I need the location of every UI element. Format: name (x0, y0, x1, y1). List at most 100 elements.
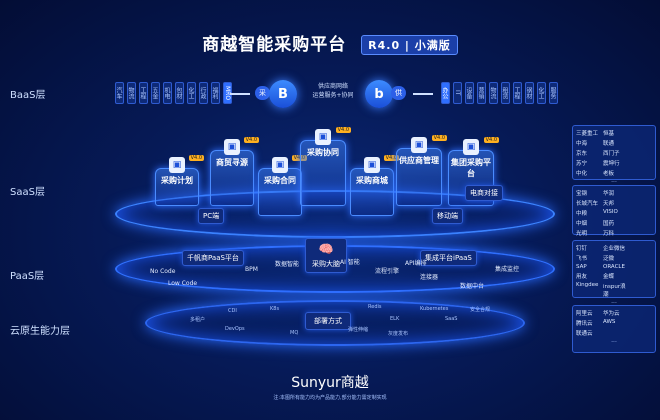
paas-cap: Low Code (168, 280, 198, 287)
module-icon: ▣ (463, 139, 479, 155)
baas-chip: 工程 (139, 82, 148, 104)
cloud-cap: K8s (270, 306, 280, 312)
partner-logo: 恒基 (603, 131, 615, 137)
paas-cap: No Code (150, 268, 176, 275)
module-icon: ▣ (315, 129, 331, 145)
cloud-cap: 弹性伸缩 (348, 327, 369, 333)
saas-module: ▣采购合同V4.0 (258, 155, 307, 216)
footer-note: 注:本图所有能力均为产品能力,部分能力需定制实现 (273, 395, 387, 401)
cloud-cap: CDI (228, 308, 237, 314)
module-name: 采购协同 (307, 148, 339, 157)
paas-cap: 数据智能 (275, 261, 300, 268)
module-icon: ▣ (411, 137, 427, 153)
partner-logo: 腾讯云 (576, 321, 593, 327)
paas-module-3-label: 集成平台iPaaS (425, 254, 472, 262)
paas-cap: 集成监控 (495, 266, 520, 273)
baas-chip: 汽车 (115, 82, 124, 104)
partner-logo: 西门子 (603, 151, 620, 157)
module-name: 采购商城 (356, 176, 388, 185)
partner-logo: 光明 (576, 231, 588, 237)
paas-module-2-label: 采购大脑 (312, 260, 340, 268)
baas-chip: 化工 (537, 82, 546, 104)
buyer-tag: 采 (255, 86, 270, 100)
baas-chip: 钢材 (525, 82, 534, 104)
cloud-cap: DevOps (225, 326, 245, 332)
layer-label-cloud: 云原生能力层 (10, 326, 70, 337)
partner-logo: Kingdee (576, 282, 599, 288)
paas-cap: BPM (245, 266, 258, 273)
title-text: 商越智能采购平台 (202, 35, 347, 55)
baas-chip: 行政 (199, 82, 208, 104)
paas-module-1: 千帆商PaaS平台 (182, 250, 244, 266)
partner-logo: inspur浪潮 (603, 284, 626, 298)
mobile-card: 移动端 (432, 208, 463, 224)
partner-logo: 企业微信 (603, 246, 626, 252)
partner-logo: 中海 (576, 141, 588, 147)
partner-logo: 飞书 (576, 256, 588, 262)
partner-logo: VISIO (603, 209, 618, 215)
partner-logo: 联通云 (576, 331, 593, 337)
paas-cap: AI 智能 (340, 259, 360, 266)
saas-module: ▣ 采购协同 V4.0 (300, 127, 351, 206)
module-version: V4.0 (431, 135, 447, 141)
cloud-cap: 灰度发布 (388, 331, 409, 337)
baas-chip: 办公 (441, 82, 450, 104)
paas-cap: 流程引擎 (375, 268, 400, 275)
layer-label-baas: BaaS层 (10, 90, 46, 101)
module-icon: ▣ (364, 157, 380, 173)
partner-logo: 苏宁 (576, 161, 588, 167)
cloud-cap: SaaS (445, 316, 458, 322)
module-name: 集团采购平台 (451, 158, 491, 178)
partner-logo: 万科 (603, 231, 615, 237)
paas-module-1-label: 千帆商PaaS平台 (187, 254, 239, 262)
partner-logo: 国药 (603, 221, 615, 227)
partner-panel: 三菱重工恒基中海联通京东西门子苏宁震坤行中化老板··· (572, 125, 656, 186)
module-name: 采购合同 (264, 176, 296, 185)
brain-icon: 🧠 (318, 242, 334, 256)
paas-cap: 连接器 (420, 274, 439, 281)
baas-chip: 服务 (549, 82, 558, 104)
module-icon: ▣ (169, 157, 185, 173)
partner-logo: 用友 (576, 274, 588, 280)
cloud-center-label: 部署方式 (314, 317, 342, 325)
baas-chip: 工程 (513, 82, 522, 104)
baas-chip: 物流 (127, 82, 136, 104)
more-dots: ··· (611, 339, 617, 346)
app-card: 电商对接 (465, 185, 503, 201)
center-note: 供应商网络 运营服务+协同 (305, 82, 361, 100)
baas-chip: 设备 (465, 82, 474, 104)
baas-chip: 营销 (477, 82, 486, 104)
partner-logo: 震坤行 (603, 161, 620, 167)
module-version: V4.0 (335, 127, 351, 133)
module-version: V4.0 (243, 137, 259, 143)
pc-card: PC端 (198, 208, 225, 224)
center-note-line1: 供应商网络 (317, 83, 348, 90)
footer-brand: Sunyur商越 (291, 375, 369, 391)
seller-tag: 供 (391, 86, 406, 100)
partner-logo: 华润 (603, 191, 615, 197)
partner-logo: 联通 (603, 141, 615, 147)
layer-label-paas: PaaS层 (10, 271, 45, 282)
baas-chip: 机电 (163, 82, 172, 104)
partner-logo: 老板 (603, 171, 615, 177)
cloud-center: 部署方式 (305, 312, 351, 330)
module-version: V4.0 (483, 137, 499, 143)
partner-logo: 阿里云 (576, 311, 593, 317)
center-note-line2: 运营服务+协同 (312, 92, 354, 99)
page-title: 商越智能采购平台 R4.0 | 小满版 (0, 30, 660, 55)
cloud-cap: 安全合规 (470, 307, 491, 313)
partner-logo: SAP (576, 264, 587, 270)
version-badge: R4.0 | 小满版 (361, 35, 458, 55)
partner-logo: 钉钉 (576, 246, 588, 252)
partner-logo: 中烟 (576, 221, 588, 227)
partner-logo: 金蝶 (603, 274, 615, 280)
partner-logo: 中化 (576, 171, 588, 177)
baas-chip: 福利 (211, 82, 220, 104)
